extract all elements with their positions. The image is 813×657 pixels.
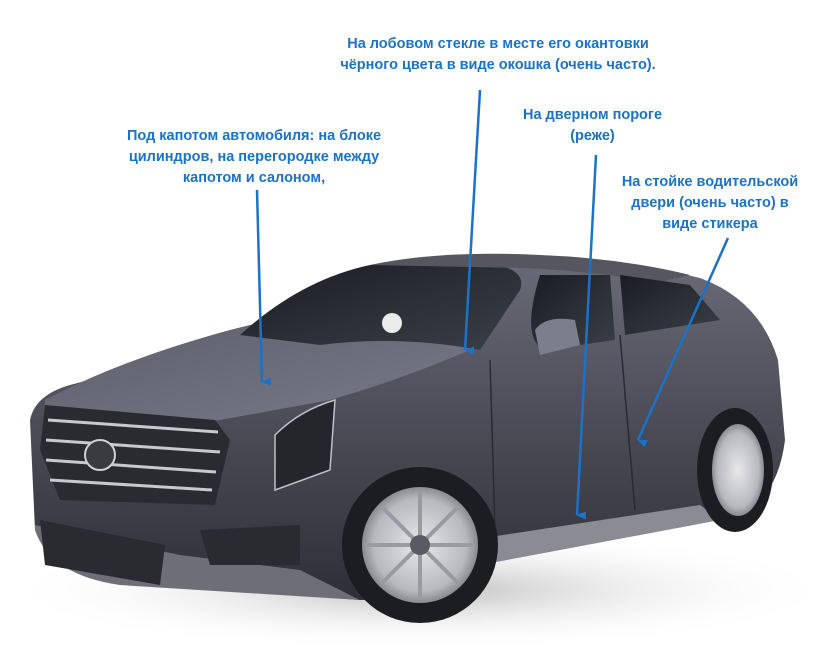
door-sill-annotation: На дверном пороге (реже) <box>510 105 675 147</box>
door-pillar-annotation-line-3: виде стикера <box>662 216 758 232</box>
hood-annotation-line-1: Под капотом автомобиля: на блоке <box>126 128 382 144</box>
hood-annotation: Под капотом автомобиля: на блоке цилиндр… <box>114 126 394 189</box>
windshield-annotation: На лобовом стекле в месте его окантовки … <box>308 34 688 76</box>
hood-annotation-line-2: цилиндров, на перегородке между <box>128 149 380 165</box>
door-sill-annotation-line-1: На дверном пороге <box>522 107 663 123</box>
windshield-annotation-line-2: чёрного цвета в виде окошка (очень часто… <box>340 57 656 73</box>
door-pillar-annotation-line-1: На стойке водительской <box>621 174 799 190</box>
windshield-annotation-line-1: На лобовом стекле в месте его окантовки <box>347 36 649 52</box>
hood-annotation-line-3: капотом и салоном, <box>182 170 326 186</box>
door-pillar-annotation-line-2: двери (очень часто) в <box>631 195 789 211</box>
door-pillar-annotation: На стойке водительской двери (очень част… <box>620 172 800 235</box>
door-sill-annotation-line-2: (реже) <box>570 128 615 144</box>
